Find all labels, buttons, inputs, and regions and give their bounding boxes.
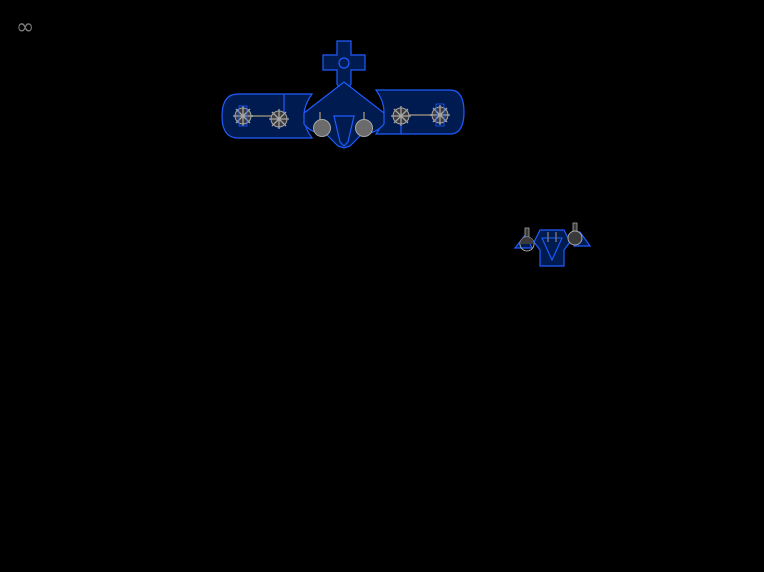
boss-ship-graphic — [221, 40, 465, 149]
player-ship[interactable] — [512, 220, 594, 270]
boss-right-wing — [374, 89, 465, 135]
boss-turret-left-outer — [233, 105, 253, 127]
infinite-lives-indicator: ∞ — [16, 14, 40, 42]
player-turret-left — [519, 227, 535, 252]
boss-ship[interactable] — [220, 38, 468, 154]
boss-turret-right-inner — [391, 106, 411, 126]
player-ship-graphic — [513, 222, 592, 267]
boss-turret-left-inner — [269, 109, 289, 129]
boss-turret-right-outer — [430, 103, 450, 127]
player-turret-right — [567, 222, 583, 246]
boss-central-hull — [303, 81, 385, 149]
infinity-icon: ∞ — [16, 15, 34, 40]
